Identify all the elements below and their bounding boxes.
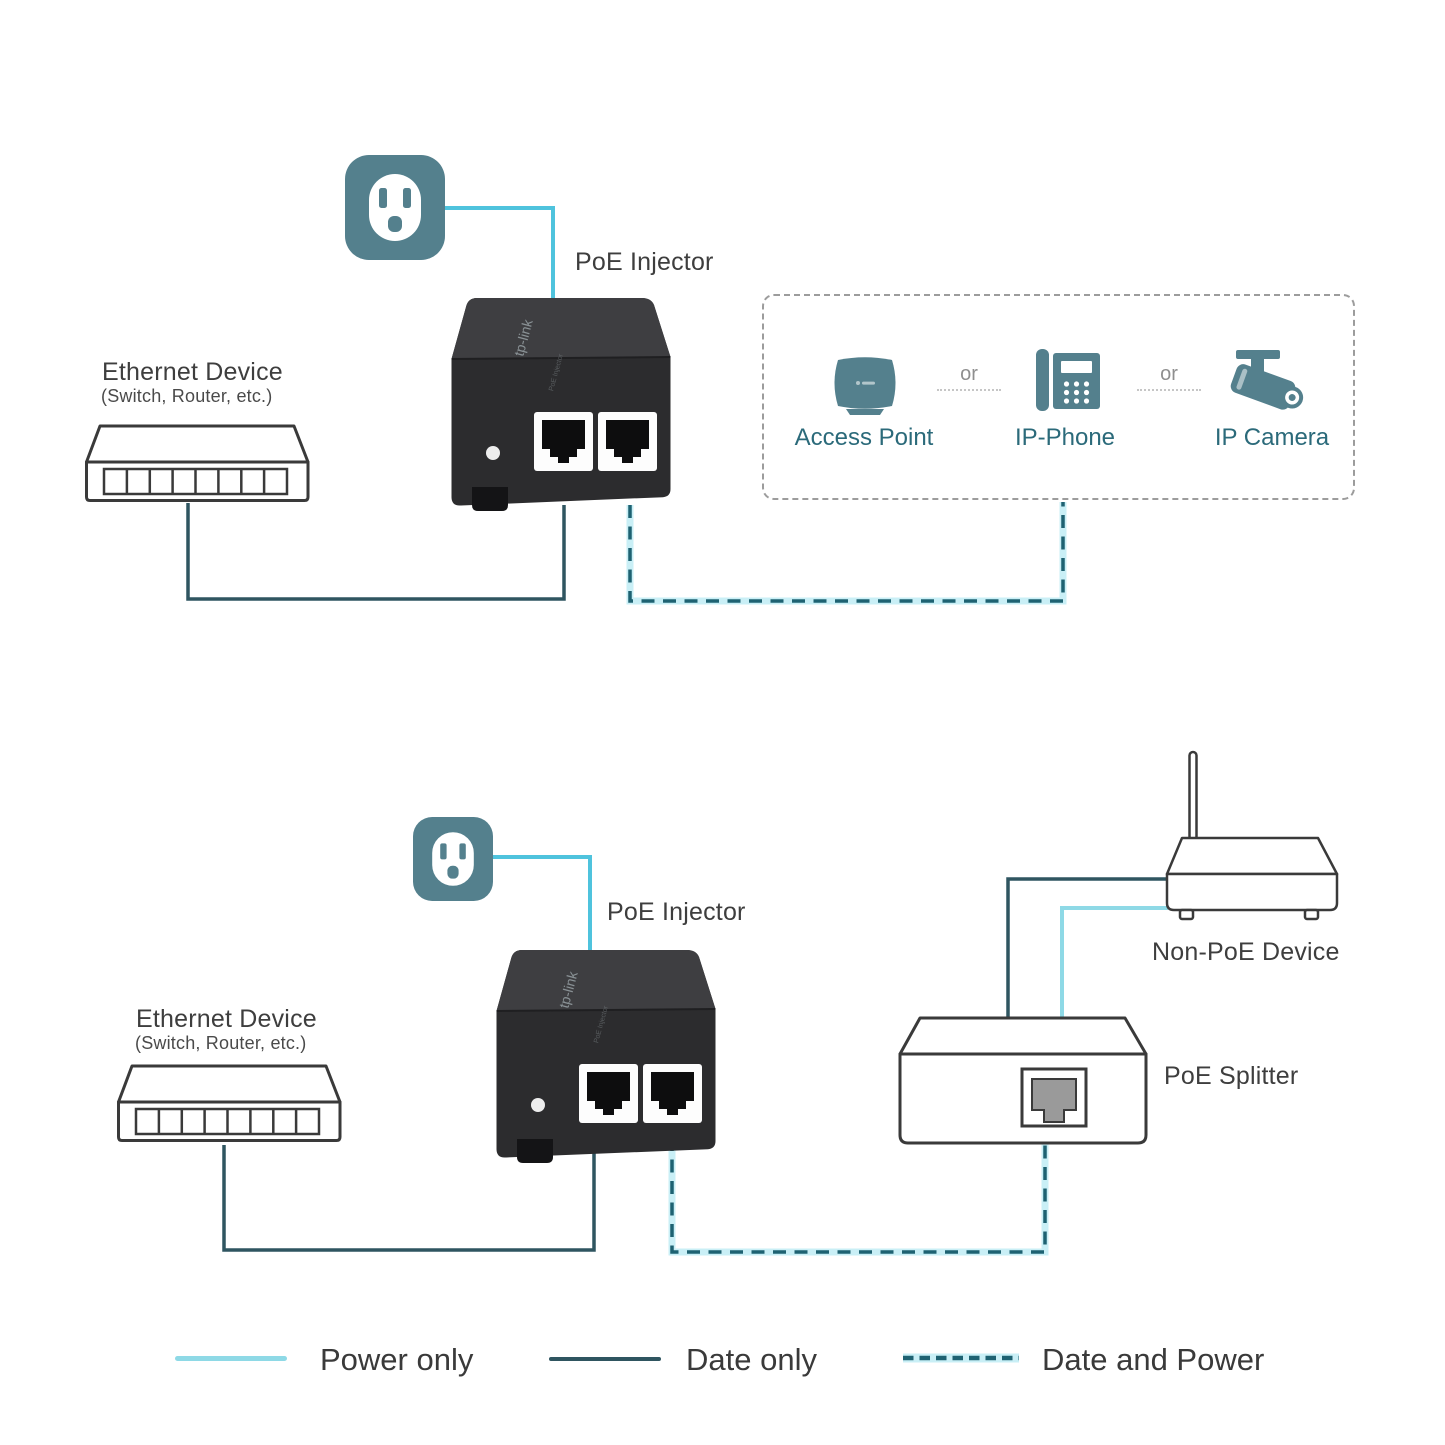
wire-datapower-injector-to-splitter — [670, 1138, 1047, 1254]
ip-camera-label: IP Camera — [1214, 424, 1330, 451]
or-dotted-line — [1137, 389, 1201, 391]
or-text: or — [1160, 363, 1178, 385]
wire-power-outlet-to-injector-bottom — [490, 855, 592, 955]
legend-line-power-only — [175, 1356, 287, 1361]
injector-seam — [496, 1008, 716, 1012]
wire-power-splitter-to-device — [1060, 906, 1168, 1020]
router-top-face — [1165, 836, 1339, 876]
poe-injector-device-top: tp-link PoE Injector — [451, 298, 671, 511]
legend-label-power-only: Power only — [320, 1342, 474, 1377]
injector-led — [531, 1098, 545, 1112]
injector-bottom-tab — [472, 487, 508, 511]
or-dotted-line — [937, 389, 1001, 391]
poe-splitter-device — [898, 1016, 1148, 1145]
or-text: or — [960, 363, 978, 385]
injector-rj45-port-right — [598, 412, 657, 471]
outlet-slot-right — [459, 843, 466, 860]
non-poe-device — [1165, 750, 1339, 921]
or-separator-1: or — [937, 364, 1001, 391]
ethernet-device-title-top: Ethernet Device — [102, 358, 283, 386]
ip-phone-keypad — [1063, 381, 1090, 404]
legend-line-date-only — [549, 1356, 661, 1361]
powered-devices-box: Access Point or IP-Phone or — [762, 294, 1355, 500]
wire-datapower-injector-to-devices-top — [628, 502, 1065, 603]
legend-label-date-only: Date only — [686, 1342, 817, 1377]
switch-front-face — [117, 1100, 342, 1142]
ethernet-switch-top — [85, 424, 310, 502]
poe-injector-label-top: PoE Injector — [575, 248, 714, 276]
outlet-slot-left — [379, 188, 387, 208]
wire-data-splitter-to-device — [1006, 877, 1170, 1020]
wire-power-outlet-to-injector-top — [443, 206, 555, 305]
wire-datapower-underlay-top — [626, 502, 1067, 605]
injector-top-face — [451, 298, 671, 359]
injector-rj45-port-left — [534, 412, 593, 471]
splitter-rj45-port — [1020, 1067, 1088, 1128]
injector-rj45-port-right — [643, 1064, 702, 1123]
poe-splitter-label: PoE Splitter — [1164, 1062, 1299, 1090]
power-outlet-icon — [345, 155, 445, 260]
router-foot-left — [1178, 908, 1195, 921]
switch-top-face — [117, 1064, 342, 1104]
ip-phone-icon — [1036, 349, 1100, 411]
legend-label-date-and-power: Date and Power — [1042, 1342, 1265, 1377]
ethernet-device-title-bottom: Ethernet Device — [136, 1005, 317, 1033]
switch-port-dividers — [157, 1109, 298, 1134]
ip-phone-label: IP-Phone — [1014, 424, 1116, 451]
legend-line-date-and-power — [903, 1353, 1019, 1363]
non-poe-device-label: Non-PoE Device — [1152, 938, 1340, 966]
ethernet-device-subtitle-bottom: (Switch, Router, etc.) — [135, 1033, 307, 1053]
outlet-ground-hole — [388, 216, 402, 232]
wire-datapower-underlay-bottom — [668, 1138, 1049, 1256]
or-separator-2: or — [1137, 364, 1201, 391]
router-foot-right — [1303, 908, 1320, 921]
ethernet-device-subtitle-top: (Switch, Router, etc.) — [101, 386, 273, 406]
access-point-icon — [834, 357, 896, 415]
injector-bottom-tab — [517, 1139, 553, 1163]
wire-data-ethernet-to-injector-top — [186, 503, 566, 601]
router-antenna — [1188, 750, 1198, 842]
outlet-slot-right — [403, 188, 411, 208]
poe-injector-label-bottom: PoE Injector — [607, 898, 746, 926]
access-point-label: Access Point — [794, 424, 934, 451]
splitter-top-face — [898, 1016, 1148, 1056]
ethernet-switch-bottom — [117, 1064, 342, 1142]
power-outlet-icon — [413, 817, 493, 901]
switch-port-dividers — [125, 469, 266, 494]
switch-top-face — [85, 424, 310, 464]
injector-led — [486, 446, 500, 460]
ip-camera-icon — [1230, 350, 1304, 410]
injector-rj45-port-left — [579, 1064, 638, 1123]
injector-seam — [451, 356, 671, 360]
wire-data-ethernet-to-injector-bottom — [222, 1138, 596, 1252]
outlet-ground-hole — [447, 865, 459, 879]
outlet-slot-left — [440, 843, 447, 860]
switch-front-face — [85, 460, 310, 502]
poe-injector-device-bottom: tp-link PoE Injector — [496, 950, 716, 1163]
router-front-face — [1165, 872, 1339, 912]
injector-top-face — [496, 950, 716, 1011]
